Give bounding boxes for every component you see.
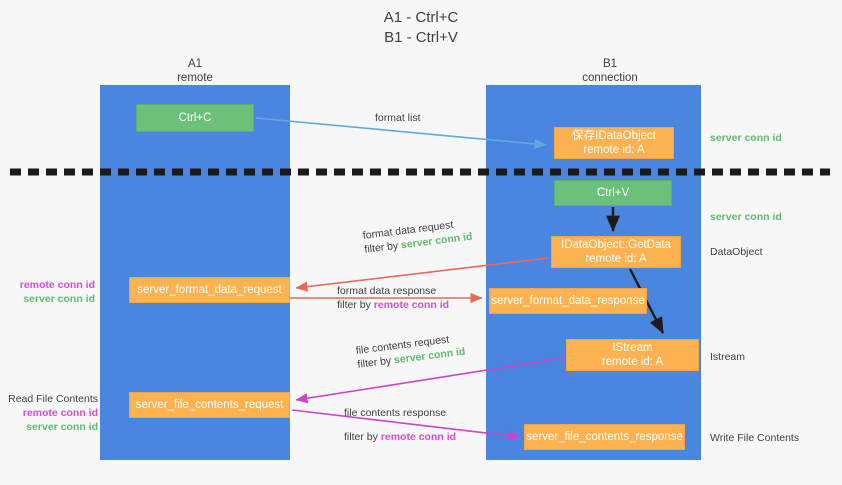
right-annotation-server-conn-id-top: server conn id <box>710 132 782 144</box>
edge-label-format-list-text: format list <box>375 112 421 124</box>
left-annotation-group-2: Read File Contents remote conn id server… <box>8 392 98 434</box>
edge-label-file-contents-response: file contents response filter by remote … <box>344 406 456 444</box>
arrow-format-list <box>255 117 547 150</box>
node-istream-line1: IStream <box>612 342 653 354</box>
node-server-file-contents-request[interactable]: server_file_contents_request <box>129 392 290 418</box>
edge-label-file-contents-response-filter: filter by remote conn id <box>344 430 456 444</box>
edge-label-format-data-response-filter: filter by remote conn id <box>337 298 449 312</box>
left-annotation-server-conn-id: server conn id <box>26 421 98 433</box>
left-annotation-read-file-contents: Read File Contents <box>8 393 98 405</box>
title-line-1: A1 - Ctrl+C <box>383 9 459 26</box>
edge-label-file-contents-response-text: file contents response <box>344 407 447 419</box>
lane-a1-subtitle: remote <box>177 72 213 84</box>
title-line-2: B1 - Ctrl+V <box>384 29 458 46</box>
filter-key-remote-conn-id: remote conn id <box>380 431 457 443</box>
lane-header-b1: B1 connection <box>520 57 700 85</box>
lane-header-a1: A1 remote <box>120 57 270 85</box>
node-idataobject-line2: remote id: A <box>583 144 645 156</box>
arrow-format-data-request <box>295 257 550 292</box>
left-annotation-remote-conn-id: remote conn id <box>22 407 98 419</box>
node-ctrl-c-label: Ctrl+C <box>178 112 212 124</box>
node-idataobject[interactable]: 保存IDataObject remote id: A <box>554 127 674 159</box>
node-getdata-line2: remote id: A <box>585 253 647 265</box>
filter-prefix: filter by <box>337 299 374 311</box>
right-annotation-dataobject: DataObject <box>710 246 763 258</box>
node-server-format-data-response[interactable]: server_format_data_response <box>489 288 647 314</box>
right-annotation-server-conn-id-mid: server conn id <box>710 211 782 223</box>
node-server-format-data-request-label: server_format_data_request <box>137 284 282 296</box>
right-annotation-istream: Istream <box>710 351 746 363</box>
node-server-file-contents-request-label: server_file_contents_request <box>135 399 284 411</box>
node-ctrl-v[interactable]: Ctrl+V <box>554 180 672 206</box>
lane-a1-name: A1 <box>187 58 203 70</box>
node-getdata-line1: IDataObject::GetData <box>561 239 671 251</box>
edge-label-format-list: format list <box>375 111 421 125</box>
filter-key-remote-conn-id: remote conn id <box>373 299 450 311</box>
node-idataobject-line1: 保存IDataObject <box>572 130 656 142</box>
left-annotation-group-1: remote conn id server conn id <box>10 278 95 306</box>
arrow-file-contents-request <box>295 357 565 404</box>
lane-b1-subtitle: connection <box>582 72 638 84</box>
edge-label-format-data-response: format data response filter by remote co… <box>337 284 449 312</box>
node-server-format-data-response-label: server_format_data_response <box>491 295 645 307</box>
node-ctrl-v-label: Ctrl+V <box>596 187 630 199</box>
edge-label-format-data-response-text: format data response <box>337 285 437 297</box>
node-server-file-contents-response-label: server_file_contents_response <box>526 431 683 443</box>
left-annotation-remote-conn-id: remote conn id <box>19 279 95 291</box>
right-annotation-write-file-contents: Write File Contents <box>710 432 800 444</box>
node-idataobject-getdata[interactable]: IDataObject::GetData remote id: A <box>551 236 681 268</box>
node-server-format-data-request[interactable]: server_format_data_request <box>129 277 290 303</box>
filter-prefix: filter by <box>344 431 381 443</box>
lane-b1-name: B1 <box>602 58 618 70</box>
left-annotation-server-conn-id: server conn id <box>23 293 95 305</box>
node-server-file-contents-response[interactable]: server_file_contents_response <box>524 424 685 450</box>
node-ctrl-c[interactable]: Ctrl+C <box>136 104 254 132</box>
diagram-title: A1 - Ctrl+C B1 - Ctrl+V <box>0 8 842 48</box>
node-istream[interactable]: IStream remote id: A <box>566 339 699 371</box>
node-istream-line2: remote id: A <box>601 356 664 368</box>
arrow-file-contents-response <box>291 409 521 441</box>
